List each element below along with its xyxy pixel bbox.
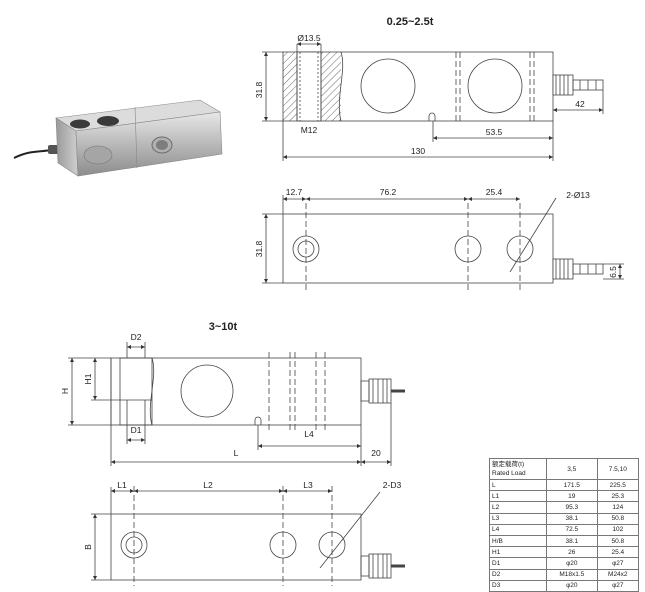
top-plan-view bbox=[262, 195, 624, 290]
spec-row-c1: 95.3 bbox=[546, 501, 598, 514]
dim-plan-2d3: 2-D3 bbox=[383, 480, 402, 490]
spec-row-c1: M18x1.5 bbox=[546, 568, 598, 581]
dim-plan-cable-offset: 6.5 bbox=[608, 266, 618, 278]
spec-row-label: L3 bbox=[489, 512, 547, 525]
spec-row-c2: 50.8 bbox=[596, 512, 640, 525]
spec-row-c1: φ20 bbox=[546, 579, 598, 592]
spec-row-c1: 38.1 bbox=[546, 534, 598, 548]
dim-bottom-cable: 20 bbox=[371, 448, 381, 458]
spec-row-c2: 25.3 bbox=[596, 490, 640, 503]
spec-row-c2: 50.8 bbox=[596, 534, 640, 548]
dim-hole-dia: Ø13.5 bbox=[297, 33, 320, 43]
dim-bottom-d1: D1 bbox=[131, 425, 142, 435]
dim-bottom-d2: D2 bbox=[131, 332, 142, 342]
dim-plan-b: B bbox=[83, 544, 93, 550]
spec-row-c2: M24x2 bbox=[596, 568, 640, 581]
dim-length-from-end: 53.5 bbox=[486, 127, 503, 137]
spec-row-label: H/B bbox=[489, 534, 547, 548]
spec-row-c1: 171.5 bbox=[546, 478, 598, 492]
dim-plan-d3: 25.4 bbox=[486, 187, 503, 197]
section-title-bottom: 3~10t bbox=[209, 321, 238, 333]
dim-plan-l1: L1 bbox=[117, 480, 127, 490]
spec-row-c1: 26 bbox=[546, 546, 598, 559]
spec-row-c2: 225.5 bbox=[596, 478, 640, 492]
spec-row-c2: 102 bbox=[596, 523, 640, 536]
spec-row-c2: φ27 bbox=[596, 557, 640, 570]
dim-plan-d1: 12.7 bbox=[286, 187, 303, 197]
spec-row-c2: φ27 bbox=[596, 579, 640, 592]
spec-header-col1: 3,5 bbox=[546, 458, 598, 480]
spec-row-label: L bbox=[489, 478, 547, 492]
dim-cable: 42 bbox=[575, 99, 585, 109]
spec-header-label-en: Rated Load bbox=[492, 470, 526, 477]
dim-plan-d2: 76.2 bbox=[380, 187, 397, 197]
spec-row-label: L1 bbox=[489, 490, 547, 503]
section-title-top: 0.25~2.5t bbox=[387, 16, 434, 28]
dim-bottom-h: H bbox=[60, 388, 70, 394]
spec-table-header: 额定载荷(t) Rated Load 3,5 7.5,10 bbox=[489, 458, 640, 480]
dim-plan-l3: L3 bbox=[303, 480, 313, 490]
spec-row-label: D2 bbox=[489, 568, 547, 581]
dim-height: 31.8 bbox=[254, 81, 264, 98]
dim-bottom-l4: L4 bbox=[304, 429, 314, 439]
dim-bottom-l: L bbox=[234, 448, 239, 458]
dim-plan-holes: 2-Ø13 bbox=[566, 190, 590, 200]
spec-row-c1: 19 bbox=[546, 490, 598, 503]
dim-bottom-h1: H1 bbox=[83, 373, 93, 384]
spec-row-c1: 38.1 bbox=[546, 512, 598, 525]
load-cell-photo bbox=[13, 99, 223, 177]
spec-row-label: L2 bbox=[489, 501, 547, 514]
dim-plan-height: 31.8 bbox=[254, 240, 264, 257]
spec-row-label: L4 bbox=[489, 523, 547, 536]
spec-row-label: H1 bbox=[489, 546, 547, 559]
spec-header-label: 额定载荷(t) Rated Load bbox=[489, 458, 547, 480]
dim-plan-l2: L2 bbox=[203, 480, 213, 490]
spec-header-label-cn: 额定载荷(t) bbox=[492, 461, 525, 468]
bottom-side-view bbox=[68, 342, 405, 466]
spec-row-c2: 124 bbox=[596, 501, 640, 514]
bottom-plan-view bbox=[91, 486, 405, 586]
spec-row-label: D1 bbox=[489, 557, 547, 570]
top-side-view bbox=[262, 42, 604, 161]
spec-row-c2: 25.4 bbox=[596, 546, 640, 559]
dim-thread: M12 bbox=[301, 125, 318, 135]
spec-row-c1: 72.5 bbox=[546, 523, 598, 536]
spec-row-c1: φ20 bbox=[546, 557, 598, 570]
spec-row-label: D3 bbox=[489, 579, 547, 592]
spec-header-col2: 7.5,10 bbox=[596, 458, 640, 480]
dim-total-length: 130 bbox=[411, 146, 425, 156]
